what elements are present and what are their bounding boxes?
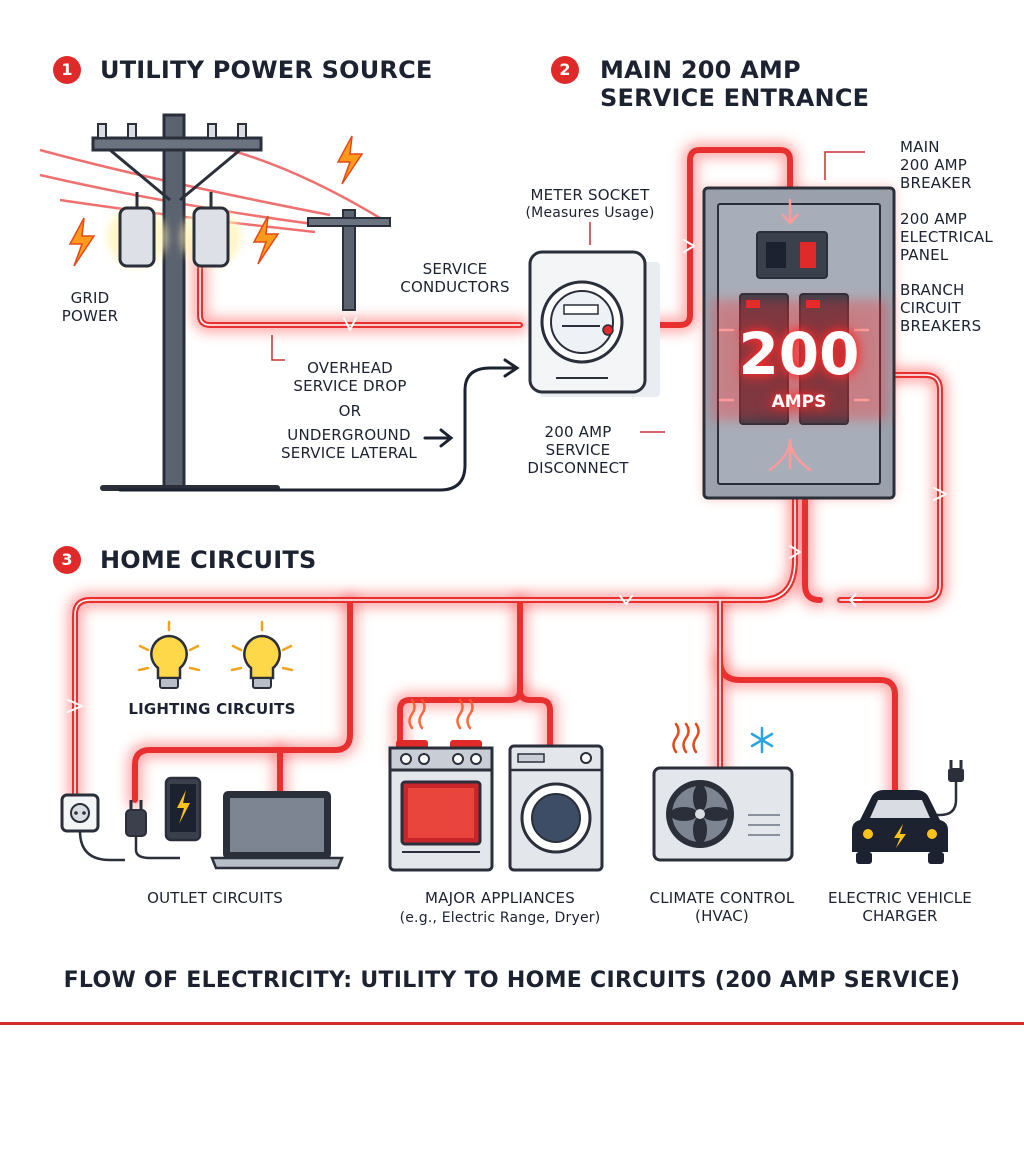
section-1-title: UTILITY POWER SOURCE <box>100 56 433 84</box>
section-3-title: HOME CIRCUITS <box>100 546 317 574</box>
main-breaker-line1: MAIN <box>900 138 940 156</box>
grid-power-line2: POWER <box>61 307 119 325</box>
diagram-footer-title: FLOW OF ELECTRICITY: UTILITY TO HOME CIR… <box>63 968 961 993</box>
electrical-panel-line1: 200 AMP <box>900 210 968 228</box>
branch-breakers-line3: BREAKERS <box>900 317 982 335</box>
outlet-circuits-label: OUTLET CIRCUITS <box>147 889 283 907</box>
service-disconnect-line1: 200 AMP <box>544 423 612 441</box>
climate-line2: (HVAC) <box>695 907 749 925</box>
overhead-drop-line1: OVERHEAD <box>307 359 393 377</box>
section-2-title: MAIN 200 AMP <box>600 56 801 84</box>
main-breaker-line2: 200 AMP <box>900 156 968 174</box>
snowflake-icon <box>750 726 774 754</box>
branch-breakers-line1: BRANCH <box>900 281 965 299</box>
grid-power-line1: GRID <box>70 289 110 307</box>
electrical-panel-line2: ELECTRICAL <box>900 228 993 246</box>
service-conductors-line1: SERVICE <box>422 260 488 278</box>
underground-service-lateral-label: UNDERGROUND SERVICE LATERAL <box>274 426 424 462</box>
section-2-title-line2: SERVICE ENTRANCE <box>600 84 870 112</box>
transformer-icon <box>107 192 241 268</box>
section-2-number: 2 <box>551 56 579 84</box>
service-disconnect-line2: SERVICE <box>545 441 611 459</box>
utility-pole-icon <box>39 113 391 492</box>
panel-amps-unit: AMPS <box>771 392 827 412</box>
main-breaker-label: MAIN 200 AMP BREAKER <box>900 138 1010 192</box>
ev-charger-label: ELECTRIC VEHICLE CHARGER <box>812 889 988 925</box>
service-conductors-label: SERVICE CONDUCTORS <box>390 260 520 296</box>
service-disconnect-line3: DISCONNECT <box>527 459 629 477</box>
lightning-bolt-icon <box>68 135 364 267</box>
section-1-number: 1 <box>53 56 81 84</box>
meter-socket-label: METER SOCKET <box>530 186 650 204</box>
major-appliances-sublabel: (e.g., Electric Range, Dryer) <box>399 910 601 926</box>
major-appliances-label: MAJOR APPLIANCES <box>425 889 575 907</box>
branch-breakers-line2: CIRCUIT <box>900 299 962 317</box>
underground-line1: UNDERGROUND <box>287 426 411 444</box>
laptop-icon <box>210 791 344 870</box>
grid-power-label: GRID POWER <box>48 289 132 325</box>
ev-line1: ELECTRIC VEHICLE <box>828 889 972 907</box>
branch-circuit-breakers-label: BRANCH CIRCUIT BREAKERS <box>900 281 1010 335</box>
service-disconnect-label: 200 AMP SERVICE DISCONNECT <box>518 423 638 477</box>
meter-socket-sublabel: (Measures Usage) <box>525 205 655 221</box>
main-breaker-line3: BREAKER <box>900 174 972 192</box>
smartphone-icon <box>164 776 202 842</box>
stove-icon <box>388 698 494 872</box>
hvac-unit-icon <box>652 722 794 862</box>
washing-machine-icon <box>508 744 604 872</box>
light-bulb-icon <box>137 620 294 689</box>
wire-zigzags <box>67 239 947 713</box>
underground-line2: SERVICE LATERAL <box>281 444 417 462</box>
panel-amps-value: 200 <box>738 320 860 388</box>
section-3-number: 3 <box>53 546 81 574</box>
callout-lines-section-1 <box>271 335 285 361</box>
or-label: OR <box>338 402 362 420</box>
overhead-drop-line2: SERVICE DROP <box>293 377 407 395</box>
footer-divider <box>0 1022 1024 1025</box>
flow-arrows-section-1 <box>118 358 520 492</box>
plug-icon <box>78 800 180 862</box>
electric-meter-icon <box>528 250 660 397</box>
electrical-panel-label: 200 AMP ELECTRICAL PANEL <box>900 210 1015 264</box>
service-conductors-line2: CONDUCTORS <box>400 278 510 296</box>
lighting-circuits-label: LIGHTING CIRCUITS <box>128 700 296 718</box>
wall-outlet-icon <box>60 793 100 833</box>
electric-car-icon <box>852 760 964 864</box>
overhead-service-drop-label: OVERHEAD SERVICE DROP <box>280 359 420 395</box>
climate-control-label: CLIMATE CONTROL (HVAC) <box>632 889 812 925</box>
climate-line1: CLIMATE CONTROL <box>649 889 795 907</box>
electrical-panel-icon <box>702 186 896 500</box>
ev-line2: CHARGER <box>862 907 938 925</box>
electrical-panel-line3: PANEL <box>900 246 949 264</box>
return-arrow <box>848 593 862 607</box>
